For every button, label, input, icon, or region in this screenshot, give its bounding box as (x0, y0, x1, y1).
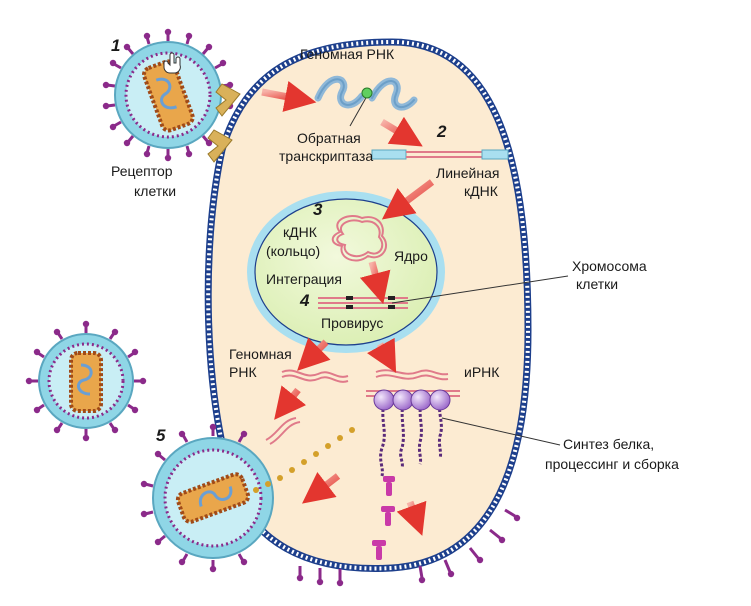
cell-receptors (207, 83, 241, 163)
step-number-2: 2 (436, 122, 447, 141)
label-mrna: иРНК (464, 364, 500, 380)
arrow-integration (359, 261, 391, 305)
cdna-ring (331, 214, 387, 262)
receptor-top (215, 83, 241, 117)
protein-chain-dots (253, 427, 355, 493)
step-number-1: 1 (111, 36, 120, 55)
arrow-transcription-mrna (367, 337, 397, 374)
nucleus (247, 191, 445, 353)
label-receptor-1: Рецептор (111, 163, 173, 179)
arrow-reverse-transcription (380, 116, 423, 147)
reverse-transcriptase (349, 87, 373, 127)
ribosomes (373, 389, 451, 477)
step-number-4: 4 (299, 291, 310, 310)
label-genomic-rna-top: Геномная РНК (300, 46, 395, 62)
virus-spike-heads (102, 28, 234, 162)
label-synthesis-1: Синтез белка, (563, 436, 654, 452)
label-nucleus: Ядро (394, 248, 428, 264)
arrow-assembly (302, 471, 341, 504)
label-linear-cdna-2: кДНК (464, 183, 499, 199)
nucleus-envelope (247, 191, 445, 353)
arrow-transcription-genomic (297, 337, 331, 371)
label-genomic-rna-bottom-1: Геномная (229, 346, 292, 362)
label-integration: Интеграция (266, 271, 342, 287)
label-linear-cdna-1: Линейная (436, 165, 499, 181)
nucleus-envelope-line (254, 198, 438, 346)
arrow-proteins-down (396, 500, 427, 536)
genomic-rna-top (314, 75, 418, 111)
linear-cdna (371, 149, 509, 160)
virus-free (25, 320, 147, 442)
label-reverse-transcriptase-2: транскриптаза (279, 148, 373, 164)
membrane-protein-heads (296, 514, 521, 587)
arrow-rna-down (274, 385, 307, 420)
virus-capsid (141, 59, 195, 133)
process-arrows (261, 80, 435, 536)
label-chromosome-2: клетки (576, 276, 618, 292)
synthesis-pointer (441, 417, 561, 446)
membrane-proteins (298, 508, 516, 581)
label-synthesis-2: процессинг и сборка (545, 456, 679, 472)
receptor-bottom (207, 129, 233, 163)
label-receptor-2: клетки (134, 183, 176, 199)
step-number-5: 5 (156, 426, 166, 445)
label-reverse-transcriptase-1: Обратная (297, 130, 361, 146)
label-cdna-ring-1: кДНК (283, 224, 318, 240)
chromosome-pointer (391, 275, 569, 304)
protein-pieces (372, 476, 395, 560)
step-number-3: 3 (313, 200, 323, 219)
arrow-entry (261, 80, 317, 112)
virus-budding (140, 423, 274, 573)
label-provirus: Провирус (321, 315, 383, 331)
arrow-into-nucleus (381, 179, 435, 220)
label-genomic-rna-bottom-2: РНК (229, 364, 257, 380)
label-cdna-ring-2: (кольцо) (266, 243, 320, 259)
hand-cursor-icon (163, 52, 181, 74)
label-chromosome-1: Хромосома (572, 258, 647, 274)
